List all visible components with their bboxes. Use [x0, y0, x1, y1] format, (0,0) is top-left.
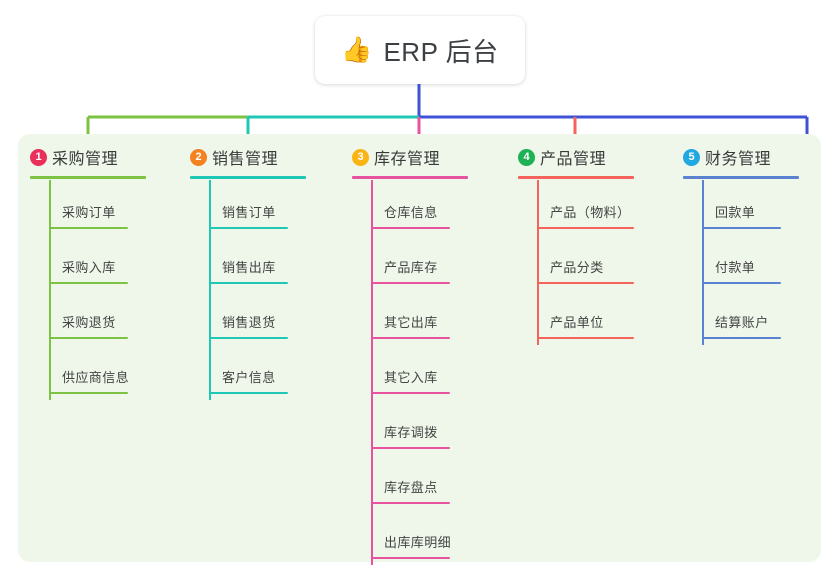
- root-node-title: ERP 后台: [383, 36, 499, 67]
- branch-trunk-line: [49, 180, 51, 400]
- branches-panel: [18, 134, 821, 562]
- branch-column-2[interactable]: 2 销售管理销售订单销售出库销售退货客户信息: [190, 146, 306, 400]
- leaf-node-underline: [538, 337, 634, 339]
- leaf-node-label: 销售退货: [222, 315, 276, 330]
- leaf-node-underline: [210, 227, 288, 229]
- branch-trunk-line: [537, 180, 539, 345]
- leaf-node-label: 其它入库: [384, 370, 438, 385]
- branch-column-3[interactable]: 3 库存管理仓库信息产品库存其它出库其它入库库存调拨库存盘点出库库明细: [352, 146, 468, 565]
- leaf-node-label: 采购退货: [62, 315, 116, 330]
- branch-number-badge: 1: [30, 149, 47, 166]
- leaf-node-underline: [703, 337, 781, 339]
- branch-header-3[interactable]: 3 库存管理: [352, 146, 440, 168]
- leaf-node-underline: [538, 227, 634, 229]
- leaf-node-underline: [372, 502, 450, 504]
- leaf-node-underline: [372, 227, 450, 229]
- branch-trunk-line: [702, 180, 704, 345]
- branch-number-badge: 2: [190, 149, 207, 166]
- leaf-node-label: 其它出库: [384, 315, 438, 330]
- leaf-node-label: 采购订单: [62, 205, 116, 220]
- leaf-node-underline: [50, 392, 128, 394]
- leaf-node-label: 结算账户: [715, 315, 769, 330]
- leaf-node-underline: [210, 282, 288, 284]
- branch-header-underline: [30, 176, 146, 179]
- leaf-node-underline: [538, 282, 634, 284]
- leaf-node-underline: [703, 227, 781, 229]
- leaf-node-label: 客户信息: [222, 370, 276, 385]
- thumbs-up-icon: 👍: [341, 35, 373, 64]
- branch-trunk-line: [371, 180, 373, 565]
- leaf-node-label: 仓库信息: [384, 205, 438, 220]
- branch-trunk-line: [209, 180, 211, 400]
- branch-title-label: 销售管理: [212, 151, 279, 168]
- branch-column-5[interactable]: 5 财务管理回款单付款单结算账户: [683, 146, 799, 345]
- leaf-node-underline: [372, 557, 450, 559]
- leaf-node-underline: [50, 282, 128, 284]
- leaf-node-label: 产品单位: [550, 315, 604, 330]
- branch-number-badge: 4: [518, 149, 535, 166]
- leaf-node-label: 供应商信息: [62, 370, 130, 385]
- leaf-node-label: 产品（物料）: [550, 205, 631, 220]
- branch-column-1[interactable]: 1 采购管理采购订单采购入库采购退货供应商信息: [30, 146, 146, 400]
- leaf-node-underline: [50, 227, 128, 229]
- leaf-node-label: 付款单: [715, 260, 756, 275]
- branch-number-badge: 3: [352, 149, 369, 166]
- branch-title-label: 产品管理: [540, 151, 607, 168]
- branch-title-label: 库存管理: [374, 151, 441, 168]
- branch-header-underline: [518, 176, 634, 179]
- leaf-node-label: 采购入库: [62, 260, 116, 275]
- leaf-node-label: 出库库明细: [384, 535, 452, 550]
- branch-header-1[interactable]: 1 采购管理: [30, 146, 118, 168]
- leaf-node-label: 产品分类: [550, 260, 604, 275]
- leaf-node-underline: [210, 337, 288, 339]
- leaf-node-label: 库存调拨: [384, 425, 438, 440]
- branch-column-4[interactable]: 4 产品管理产品（物料） 产品分类产品单位: [518, 146, 634, 345]
- branch-number-badge: 5: [683, 149, 700, 166]
- leaf-node-underline: [372, 447, 450, 449]
- leaf-node-label: 产品库存: [384, 260, 438, 275]
- branch-header-underline: [190, 176, 306, 179]
- branch-header-underline: [352, 176, 468, 179]
- leaf-node-underline: [372, 392, 450, 394]
- leaf-node-underline: [372, 282, 450, 284]
- branch-header-underline: [683, 176, 799, 179]
- leaf-node-underline: [50, 337, 128, 339]
- leaf-node-label: 销售出库: [222, 260, 276, 275]
- branch-header-5[interactable]: 5 财务管理: [683, 146, 771, 168]
- root-node-card[interactable]: 👍 ERP 后台: [315, 16, 525, 84]
- leaf-node-label: 销售订单: [222, 205, 276, 220]
- branch-title-label: 财务管理: [705, 151, 772, 168]
- branch-title-label: 采购管理: [52, 151, 119, 168]
- leaf-node-underline: [210, 392, 288, 394]
- leaf-node-underline: [372, 337, 450, 339]
- leaf-node-label: 回款单: [715, 205, 756, 220]
- leaf-node-underline: [703, 282, 781, 284]
- branch-header-4[interactable]: 4 产品管理: [518, 146, 606, 168]
- leaf-node-label: 库存盘点: [384, 480, 438, 495]
- branch-header-2[interactable]: 2 销售管理: [190, 146, 278, 168]
